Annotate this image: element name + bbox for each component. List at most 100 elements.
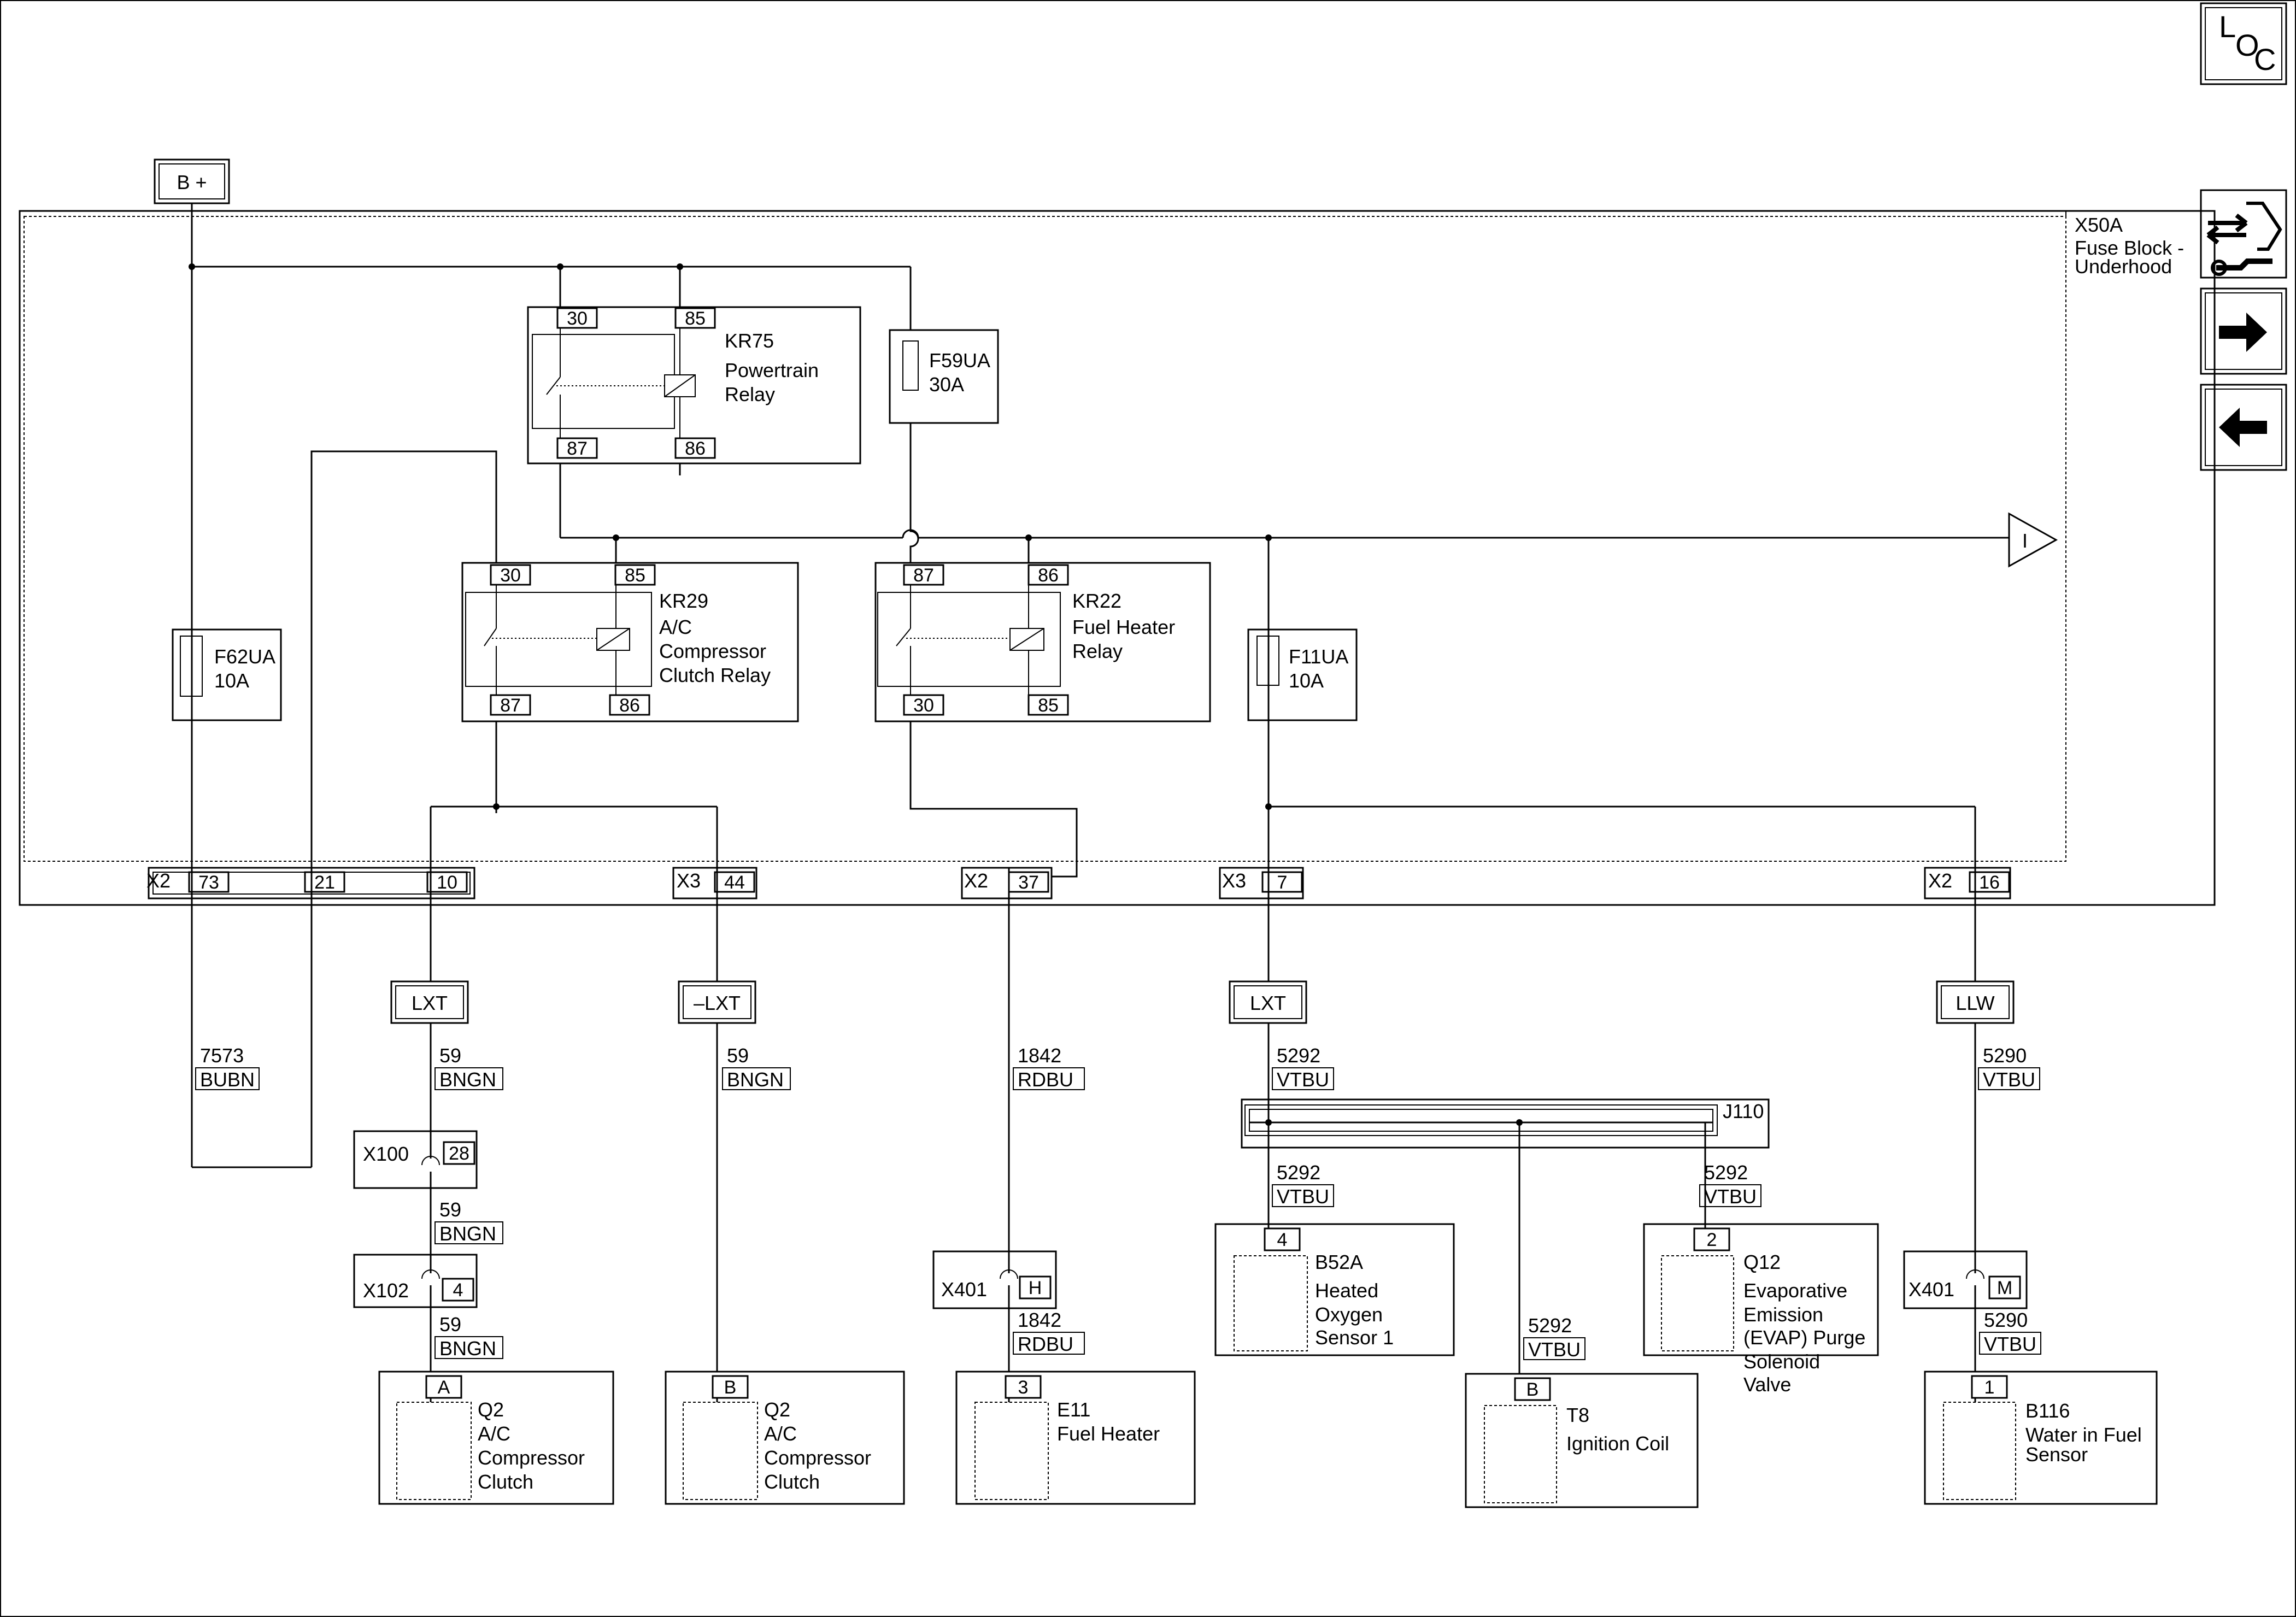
x2a-name: X2 xyxy=(146,869,171,892)
kr22-pin-86: 86 xyxy=(1038,565,1059,586)
wire-5292b-number: 5292 xyxy=(1277,1161,1320,1184)
wire-label-5292-a: 5292 VTBU xyxy=(1272,1044,1334,1091)
wire-5292c-color: VTBU xyxy=(1704,1185,1757,1208)
x100-pin: 28 xyxy=(449,1143,469,1164)
component-b52a: 4 B52A Heated Oxygen Sensor 1 xyxy=(1214,1223,1455,1356)
connector-x100: X100 28 xyxy=(353,1130,478,1189)
x2a-pin-73: 73 xyxy=(198,872,219,893)
option-lxt-2: LXT xyxy=(1229,980,1307,1024)
wire-5292a-number: 5292 xyxy=(1277,1044,1320,1067)
x102-pin: 4 xyxy=(453,1280,463,1301)
connector-x3-b: X3 7 xyxy=(1219,867,1304,899)
option-not-lxt: –LXT xyxy=(678,980,756,1024)
loc-letter-c: C xyxy=(2254,42,2276,77)
connector-x401-h: X401 H xyxy=(932,1250,1057,1309)
connector-x2-c: X2 16 xyxy=(1924,867,2011,899)
wire-5290b-color: VTBU xyxy=(1984,1333,2036,1355)
connector-x2-b: X2 37 xyxy=(961,867,1053,899)
q12-line1: Evaporative xyxy=(1743,1279,1847,1302)
b52a-pin: 4 xyxy=(1277,1230,1288,1250)
x3b-pin: 7 xyxy=(1277,872,1288,893)
kr29-name-line1: A/C xyxy=(659,616,692,638)
x401a-name: X401 xyxy=(941,1278,987,1301)
bplus-label: B + xyxy=(177,171,207,193)
x3a-name: X3 xyxy=(677,869,701,892)
kr29-pin-86: 86 xyxy=(619,695,640,716)
fuse-block-name-line2: Underhood xyxy=(2075,255,2172,278)
e11-id: E11 xyxy=(1057,1398,1090,1421)
x3a-pin: 44 xyxy=(724,872,745,893)
kr29-name-line3: Clutch Relay xyxy=(659,664,771,686)
kr75-id: KR75 xyxy=(725,330,774,352)
option-lxt-2-label: LXT xyxy=(1250,992,1286,1014)
component-q2-b: B Q2 A/C Compressor Clutch xyxy=(665,1371,905,1505)
wire-5292d-color: VTBU xyxy=(1528,1338,1581,1361)
component-q12: 2 Q12 Evaporative Emission (EVAP) Purge … xyxy=(1643,1223,1879,1396)
previous-page-button[interactable] xyxy=(2200,384,2287,471)
t8-line1: Ignition Coil xyxy=(1566,1432,1669,1455)
q2b-id: Q2 xyxy=(764,1398,790,1421)
wire-1842a-number: 1842 xyxy=(1018,1044,1061,1067)
component-q2-a: A Q2 A/C Compressor Clutch xyxy=(378,1371,614,1505)
b52a-line3: Sensor 1 xyxy=(1315,1326,1394,1349)
x2c-pin: 16 xyxy=(1979,872,2000,893)
wire-label-5292-b: 5292 VTBU xyxy=(1272,1161,1334,1208)
wire-59c-number: 59 xyxy=(439,1198,461,1221)
f59ua-rating: 30A xyxy=(929,373,964,396)
next-page-button[interactable] xyxy=(2200,287,2287,375)
kr75-name-line1: Powertrain xyxy=(725,359,819,381)
wire-5292b-color: VTBU xyxy=(1277,1185,1329,1208)
kr75-name-line2: Relay xyxy=(725,383,775,405)
b116-line1: Water in Fuel xyxy=(2025,1424,2142,1446)
kr22-pin-30: 30 xyxy=(913,695,934,716)
q2b-line2: Compressor xyxy=(764,1447,871,1469)
option-llw-label: LLW xyxy=(1956,992,1994,1014)
q2b-line1: A/C xyxy=(764,1422,797,1445)
x401b-name: X401 xyxy=(1909,1278,1954,1301)
fuse-f62ua: F62UA 10A xyxy=(172,628,282,721)
kr75-pin-86: 86 xyxy=(685,438,706,459)
q12-pin: 2 xyxy=(1707,1230,1717,1250)
wire-label-5290-b: 5290 VTBU xyxy=(1979,1309,2041,1355)
option-llw: LLW xyxy=(1936,980,2015,1024)
wire-label-59-a: 59 BNGN xyxy=(434,1044,503,1091)
wire-1842b-color: RDBU xyxy=(1018,1333,1073,1355)
x3b-name: X3 xyxy=(1222,869,1246,892)
x2a-pin-10: 10 xyxy=(437,872,457,893)
x100-name: X100 xyxy=(363,1143,409,1165)
wire-label-5292-d: 5292 VTBU xyxy=(1523,1314,1586,1361)
connector-x401-m: X401 M xyxy=(1903,1250,2028,1309)
kr29-pin-30: 30 xyxy=(500,565,521,586)
kr29-id: KR29 xyxy=(659,590,708,612)
wire-label-5290-a: 5290 VTBU xyxy=(1978,1044,2040,1091)
t8-id: T8 xyxy=(1566,1404,1589,1426)
option-lxt-1: LXT xyxy=(390,980,469,1024)
f62ua-rating: 10A xyxy=(214,669,249,692)
wire-5292c-number: 5292 xyxy=(1704,1161,1748,1184)
q2a-line1: A/C xyxy=(478,1422,510,1445)
connector-view-button[interactable] xyxy=(2200,189,2287,279)
q12-line2: Emission xyxy=(1743,1303,1823,1326)
wire-59c-color: BNGN xyxy=(439,1222,496,1245)
wire-59b-number: 59 xyxy=(727,1044,749,1067)
option-not-lxt-label: –LXT xyxy=(694,992,741,1014)
fuse-block-id: X50A xyxy=(2075,214,2123,236)
wire-59d-number: 59 xyxy=(439,1313,461,1336)
q2a-id: Q2 xyxy=(478,1398,504,1421)
fuse-block-x50a: X50A Fuse Block - Underhood xyxy=(19,210,2216,906)
wire-1842a-color: RDBU xyxy=(1018,1068,1073,1091)
b116-line2: Sensor xyxy=(2025,1443,2088,1466)
connector-x2-a: X2 73 21 10 xyxy=(146,867,475,899)
wire-5292a-color: VTBU xyxy=(1277,1068,1329,1091)
wire-7573-color: BUBN xyxy=(200,1068,255,1091)
splice-pack-j110: J110 xyxy=(1241,1098,1770,1149)
component-t8: B T8 Ignition Coil xyxy=(1465,1373,1699,1508)
e11-pin: 3 xyxy=(1018,1377,1029,1398)
component-e11: 3 E11 Fuel Heater xyxy=(955,1371,1196,1505)
wire-5290a-number: 5290 xyxy=(1983,1044,2027,1067)
loc-letter-l: L xyxy=(2219,9,2236,44)
q12-line4: Solenoid xyxy=(1743,1350,1820,1373)
loc-button[interactable]: L O C xyxy=(2200,2,2287,85)
x102-name: X102 xyxy=(363,1279,409,1302)
